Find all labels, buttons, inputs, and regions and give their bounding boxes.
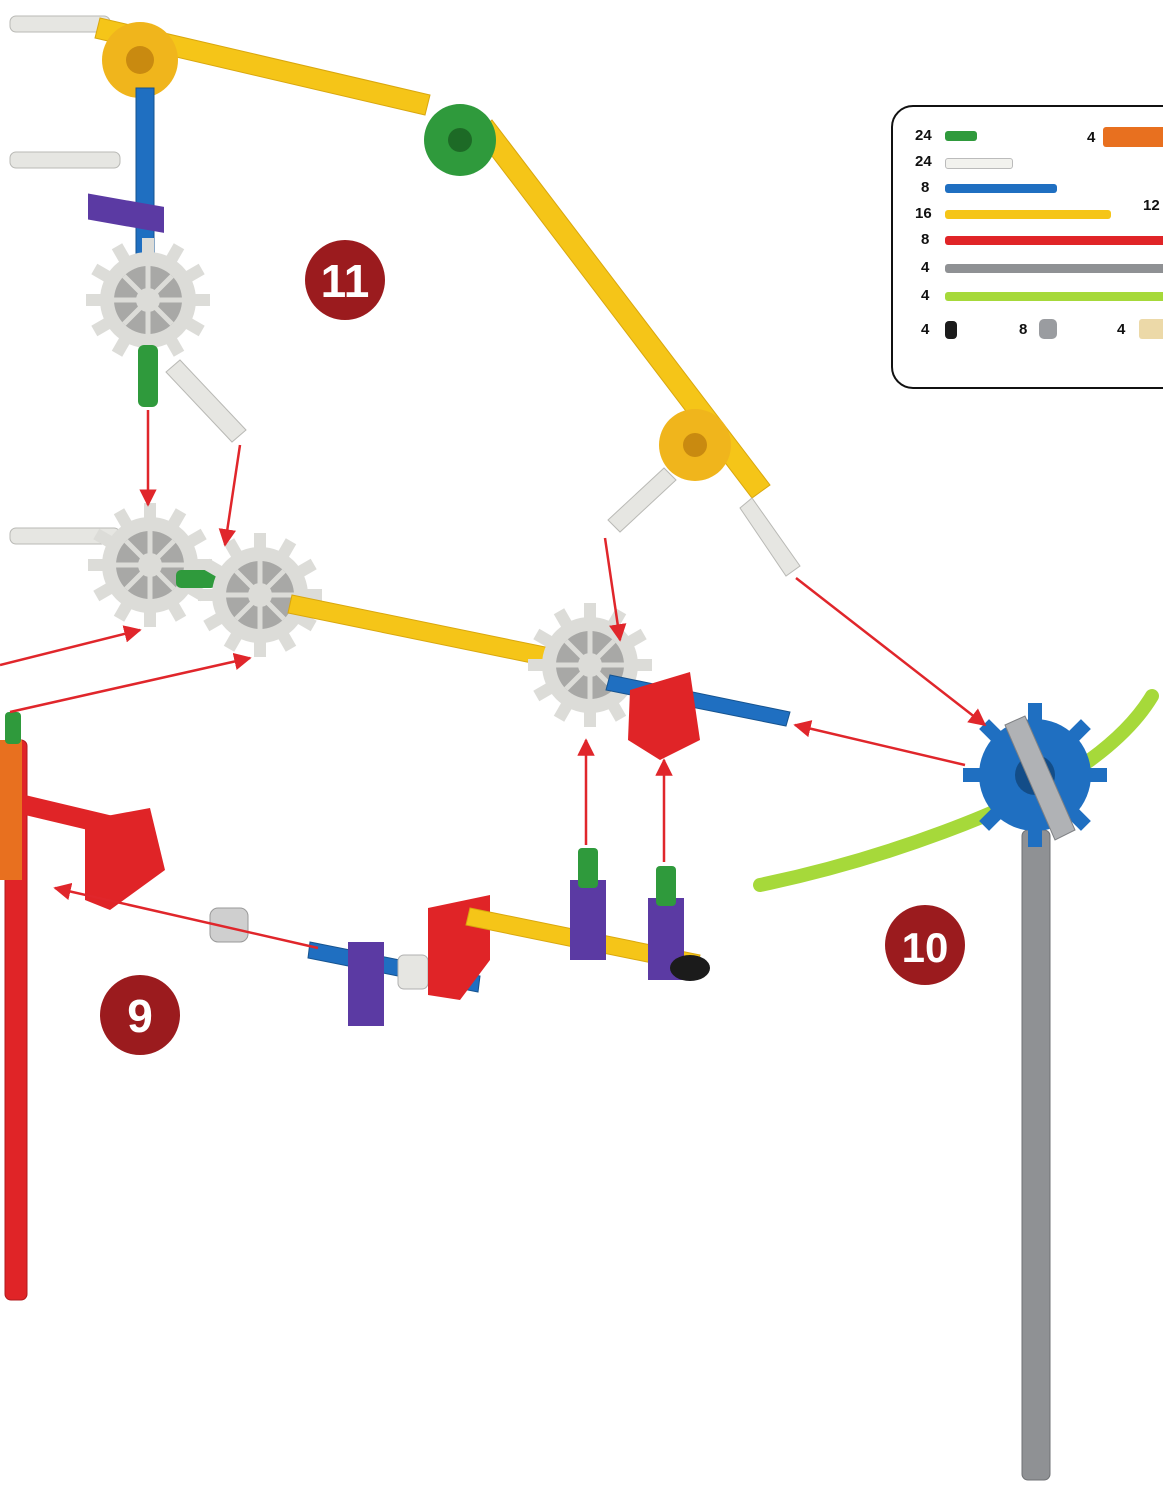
arrow-2: [218, 444, 242, 547]
gray-short-rod: [1004, 715, 1076, 841]
green-connector-icon: [945, 131, 977, 141]
qty-red-rod: 8: [921, 231, 930, 248]
qty-blue-rod: 8: [921, 179, 930, 196]
gray-rod-vertical: [1021, 829, 1051, 1481]
qty-yellow-rod: 16: [915, 205, 932, 222]
white-rod-icon: [945, 158, 1013, 169]
yellow-rod-top: [94, 17, 431, 116]
qty-black-clip: 4: [921, 321, 930, 338]
qty-right: 12: [1143, 197, 1160, 214]
arrow-5: [603, 537, 627, 642]
gray-spacer-icon: [1039, 319, 1057, 339]
qty-tan-part: 4: [1117, 321, 1126, 338]
qty-white-rod: 24: [915, 153, 932, 170]
lime-flex-rod: [753, 689, 1159, 892]
green-connector-a: [578, 848, 598, 888]
step-badge-9: 9: [100, 975, 180, 1055]
white-rod-right: [607, 467, 677, 533]
green-connector-top: [5, 712, 21, 744]
tan-part-icon: [1139, 319, 1163, 339]
red-clip-middle: [628, 672, 700, 760]
white-rod-diagonal: [165, 359, 247, 443]
white-gear-upper: [86, 238, 210, 362]
arrow-10: [53, 882, 319, 950]
parts-list-box: 24 24 8 16 8 4 4 4 12 4 8 4: [891, 105, 1163, 389]
white-spacer: [397, 954, 429, 990]
purple-clip-lower: [348, 942, 384, 1026]
step-number-11: 11: [321, 255, 370, 307]
step-number-10: 10: [902, 924, 949, 971]
green-connector-middle: [176, 570, 216, 588]
arrow-3: [0, 625, 142, 667]
orange-part: [0, 740, 22, 880]
arrow-7: [793, 720, 966, 767]
black-clip-icon: [945, 321, 957, 339]
red-rod-icon: [945, 236, 1163, 245]
middle-assembly: [9, 503, 791, 760]
white-gear-center: [198, 533, 322, 657]
assembly-arrows: [0, 410, 987, 950]
black-clip: [670, 955, 710, 981]
lime-flex-rod-icon: [945, 292, 1163, 301]
step11-assembly: [9, 15, 801, 577]
green-connector-b: [656, 866, 676, 906]
step-badge-11: 11: [305, 240, 385, 320]
green-connector-lower: [138, 345, 158, 407]
white-gear-left: [88, 503, 212, 627]
qty-gray-spacer: 8: [1019, 321, 1028, 338]
blue-rod-icon: [945, 184, 1057, 193]
arrow-6: [795, 577, 987, 727]
step-number-9: 9: [127, 990, 153, 1042]
qty-gray-rod: 4: [921, 259, 930, 276]
gray-rod-icon: [945, 264, 1163, 273]
white-rod-2: [9, 151, 121, 169]
purple-clip-a: [570, 880, 606, 960]
arrow-4: [9, 652, 252, 714]
qty-green-connector: 24: [915, 127, 932, 144]
qty-lime-flex-rod: 4: [921, 287, 930, 304]
orange-part-icon: [1103, 127, 1163, 147]
red-connector: [85, 808, 165, 910]
green-connector-bend: [424, 104, 496, 176]
step-badge-10: 10: [885, 905, 965, 985]
yellow-connector-right: [659, 409, 731, 481]
yellow-rod-middle: [287, 594, 561, 669]
gray-spacer: [209, 907, 249, 943]
step10-assembly: [753, 689, 1159, 1481]
white-rod: [9, 15, 111, 33]
qty-orange-part: 4: [1087, 129, 1096, 146]
purple-clip: [88, 193, 164, 233]
white-rod-right-end: [739, 497, 801, 577]
step9-assembly: [0, 712, 710, 1301]
yellow-rod-icon: [945, 210, 1111, 219]
yellow-connector-top: [102, 22, 178, 98]
